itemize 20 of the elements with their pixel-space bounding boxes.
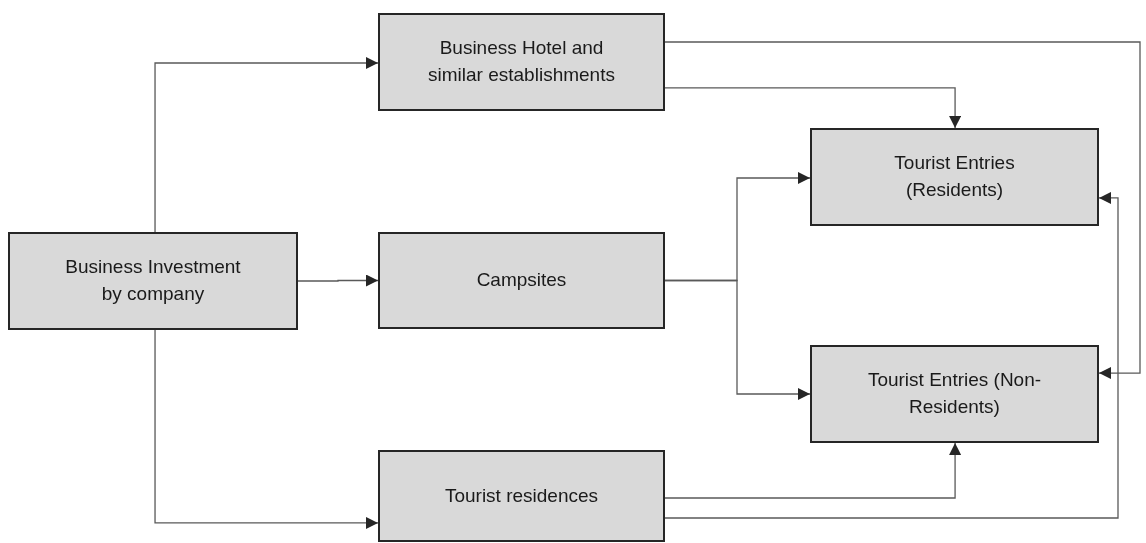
box-label: Business Investment by company [64,255,242,306]
process-box [8,232,298,330]
process-box [810,128,1099,226]
process-box [378,450,665,542]
box-label: Tourist Entries (Residents) [893,151,1016,202]
arrow [664,442,962,499]
box-label: Business Hotel and similar establishments [427,36,616,87]
arrow [664,41,1141,380]
box-label: Tourist Entries (Non-Residents) [866,368,1043,419]
arrow [664,87,962,129]
arrow [664,191,1119,519]
process-box [810,345,1099,443]
process-box [378,232,665,329]
box-label: Tourist residences [444,483,599,508]
arrow [297,274,379,287]
arrow [154,57,379,233]
arrow [154,329,379,529]
box-label: Campsites [476,268,567,293]
arrow [664,279,811,400]
process-box [378,13,665,111]
